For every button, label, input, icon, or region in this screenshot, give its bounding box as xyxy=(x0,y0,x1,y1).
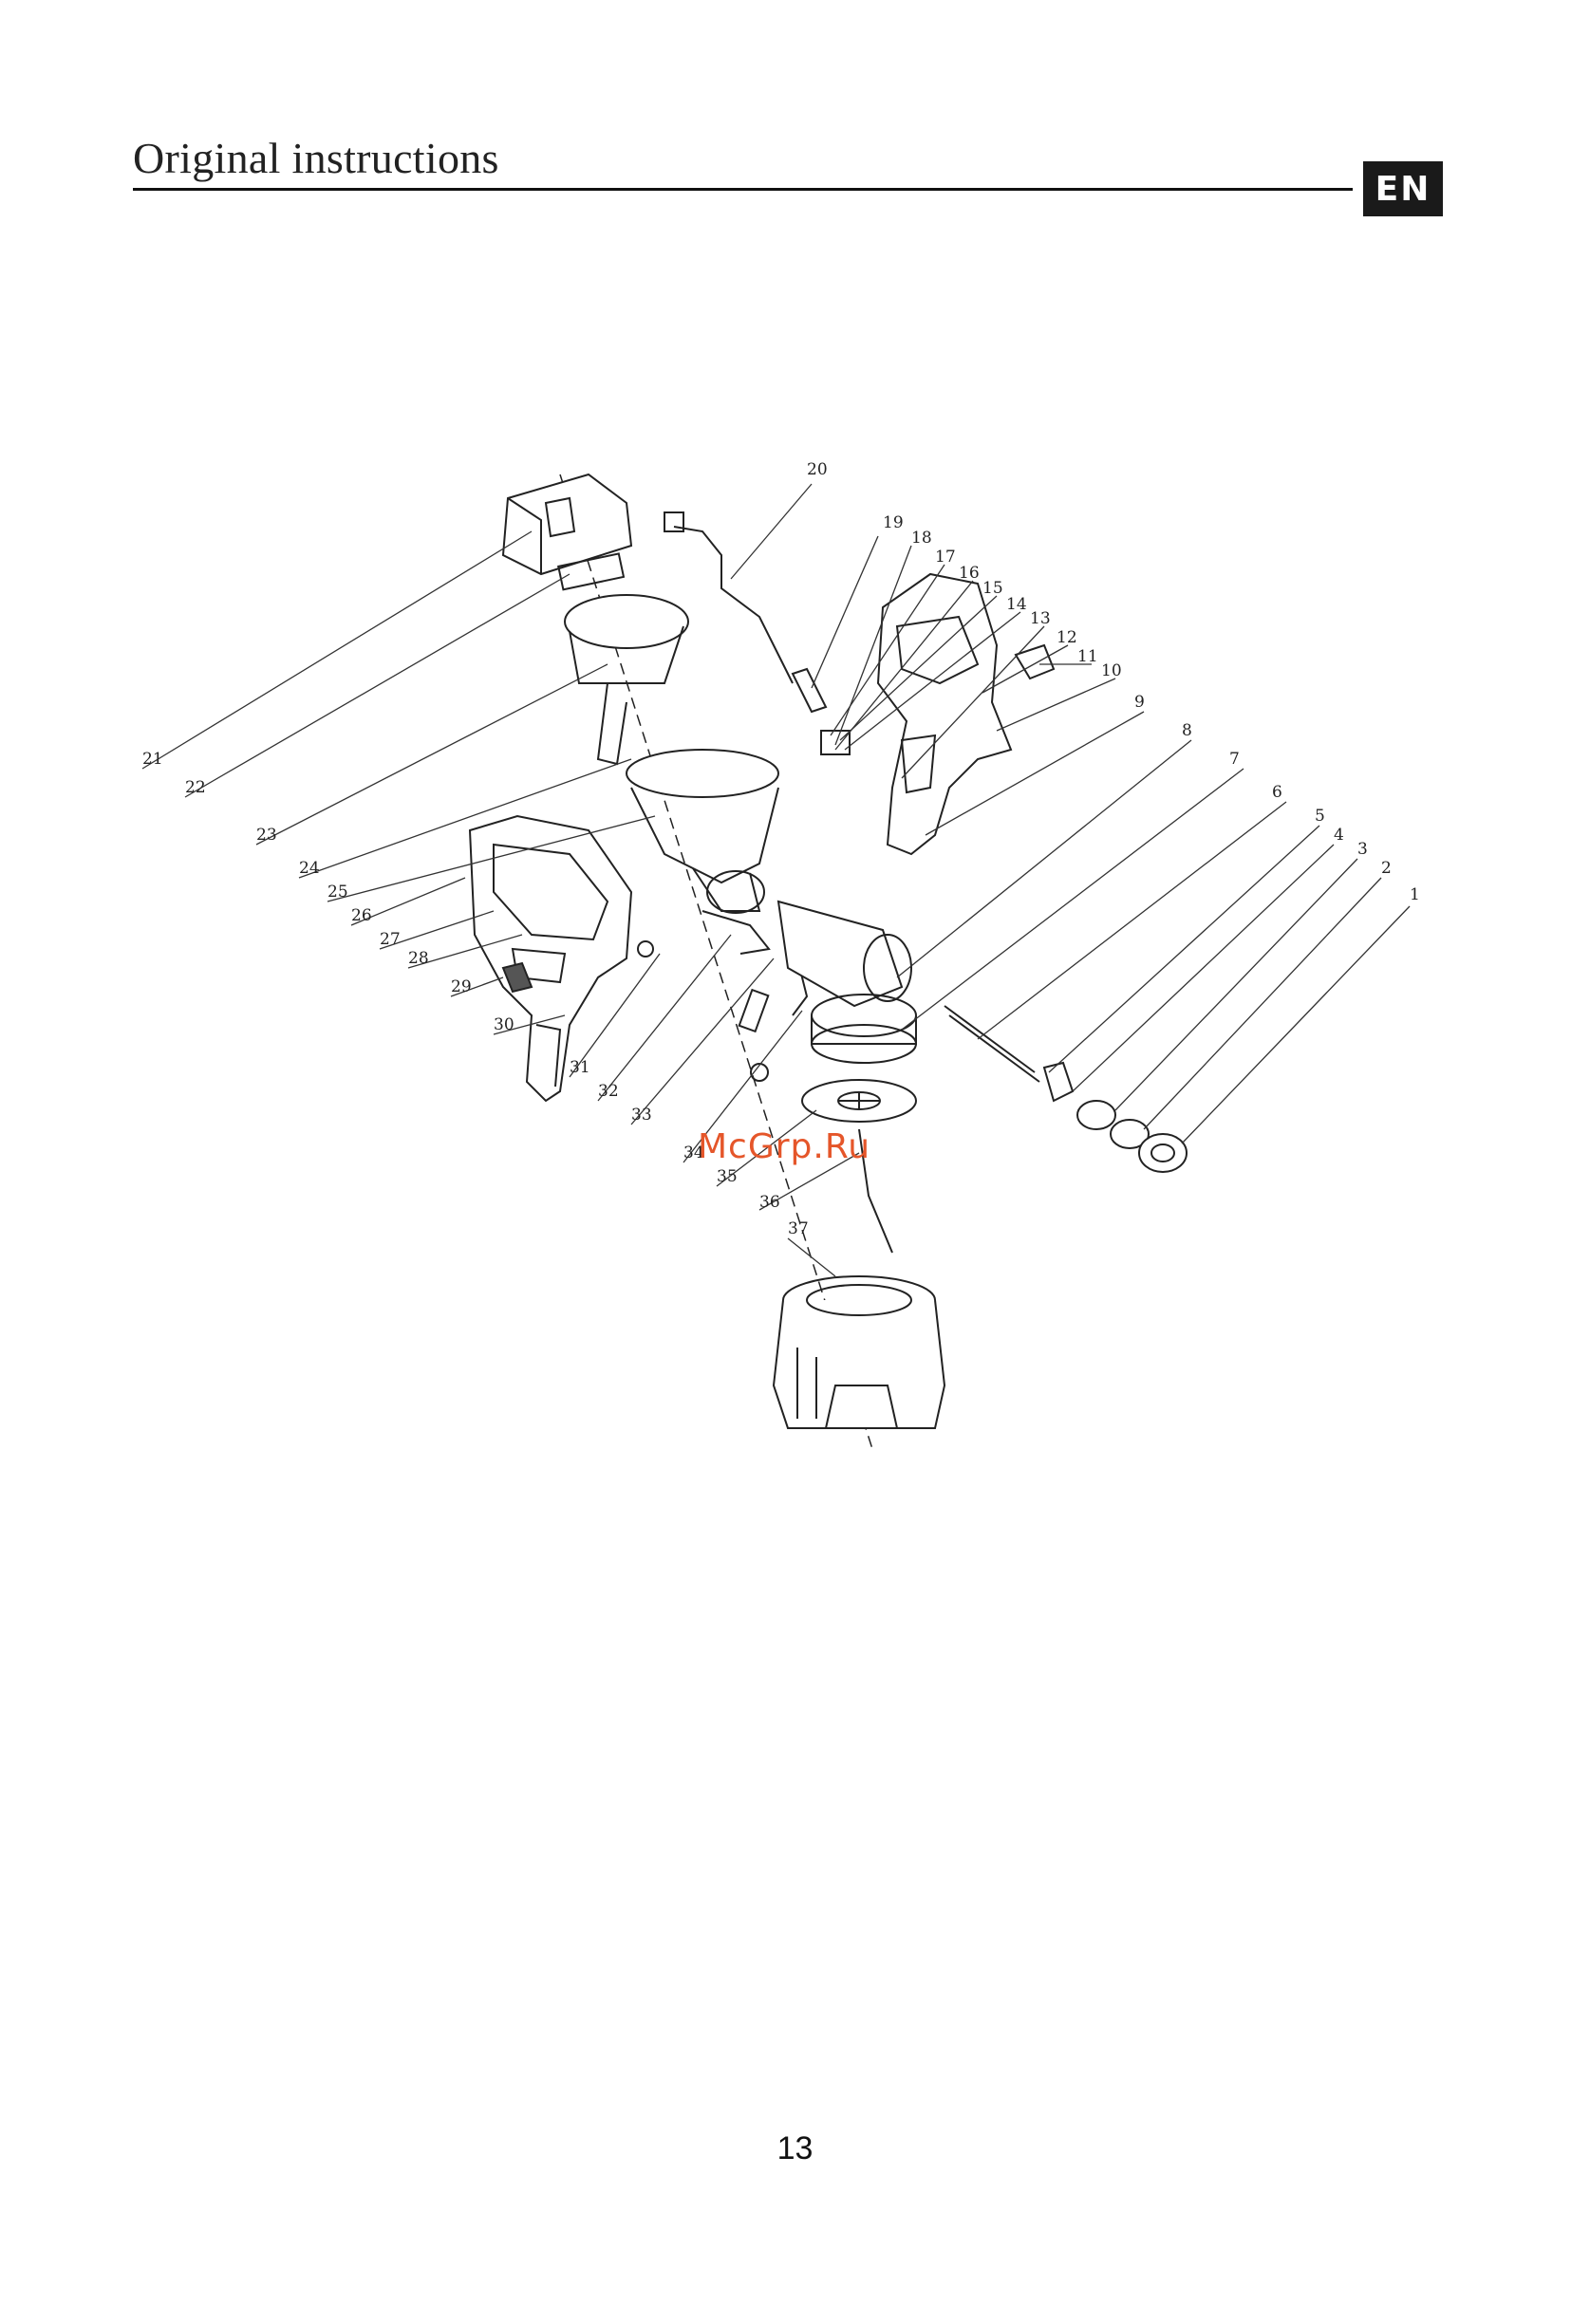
callout-2: 2 xyxy=(1381,859,1392,878)
power-cord-part xyxy=(664,512,793,683)
left-housing-part xyxy=(470,816,631,1101)
callout-6: 6 xyxy=(1272,783,1282,802)
switch-part xyxy=(821,731,850,754)
diffuser-disk-part xyxy=(802,1080,916,1122)
callout-32: 32 xyxy=(598,1082,619,1101)
air-tube-part xyxy=(627,750,778,913)
callout-15: 15 xyxy=(982,579,1003,598)
callout-22: 22 xyxy=(185,778,206,797)
strain-relief-part xyxy=(793,669,826,712)
callout-18: 18 xyxy=(911,529,932,548)
callout-25: 25 xyxy=(327,883,348,902)
callout-16: 16 xyxy=(959,564,980,583)
callout-23: 23 xyxy=(256,826,277,845)
callout-4: 4 xyxy=(1334,826,1344,845)
callout-21: 21 xyxy=(142,750,163,769)
watermark-text: McGrp.Ru xyxy=(698,1127,870,1166)
callout-17: 17 xyxy=(935,548,956,567)
callout-8: 8 xyxy=(1182,721,1192,740)
callout-36: 36 xyxy=(759,1193,780,1212)
paint-container-part xyxy=(774,1276,945,1428)
callout-33: 33 xyxy=(631,1106,652,1125)
callout-5: 5 xyxy=(1315,807,1325,826)
pump-housing-part xyxy=(778,902,916,1063)
callout-24: 24 xyxy=(299,859,320,878)
nozzle-parts xyxy=(945,1006,1187,1172)
callout-19: 19 xyxy=(883,513,904,532)
callout-28: 28 xyxy=(408,949,429,968)
motor-unit-part xyxy=(565,595,688,764)
callout-30: 30 xyxy=(494,1015,514,1034)
callout-14: 14 xyxy=(1006,595,1027,614)
callout-7: 7 xyxy=(1229,750,1240,769)
callout-3: 3 xyxy=(1357,840,1368,859)
callout-11: 11 xyxy=(1077,647,1098,666)
callout-27: 27 xyxy=(380,930,401,949)
valve-parts xyxy=(638,911,807,1081)
callout-labels: 1 2 3 4 5 6 7 8 9 10 11 12 13 14 15 16 1… xyxy=(142,460,1420,1238)
callout-1: 1 xyxy=(1410,885,1420,904)
callout-9: 9 xyxy=(1134,693,1145,712)
callout-29: 29 xyxy=(451,977,472,996)
callout-12: 12 xyxy=(1057,628,1077,647)
callout-26: 26 xyxy=(351,906,372,925)
page-number: 13 xyxy=(0,2130,1590,2167)
top-cover-part xyxy=(503,474,631,574)
callout-10: 10 xyxy=(1101,661,1122,680)
callout-37: 37 xyxy=(788,1219,809,1238)
callout-35: 35 xyxy=(717,1167,738,1186)
callout-31: 31 xyxy=(570,1058,590,1077)
callout-20: 20 xyxy=(807,460,828,479)
callout-13: 13 xyxy=(1030,609,1051,628)
